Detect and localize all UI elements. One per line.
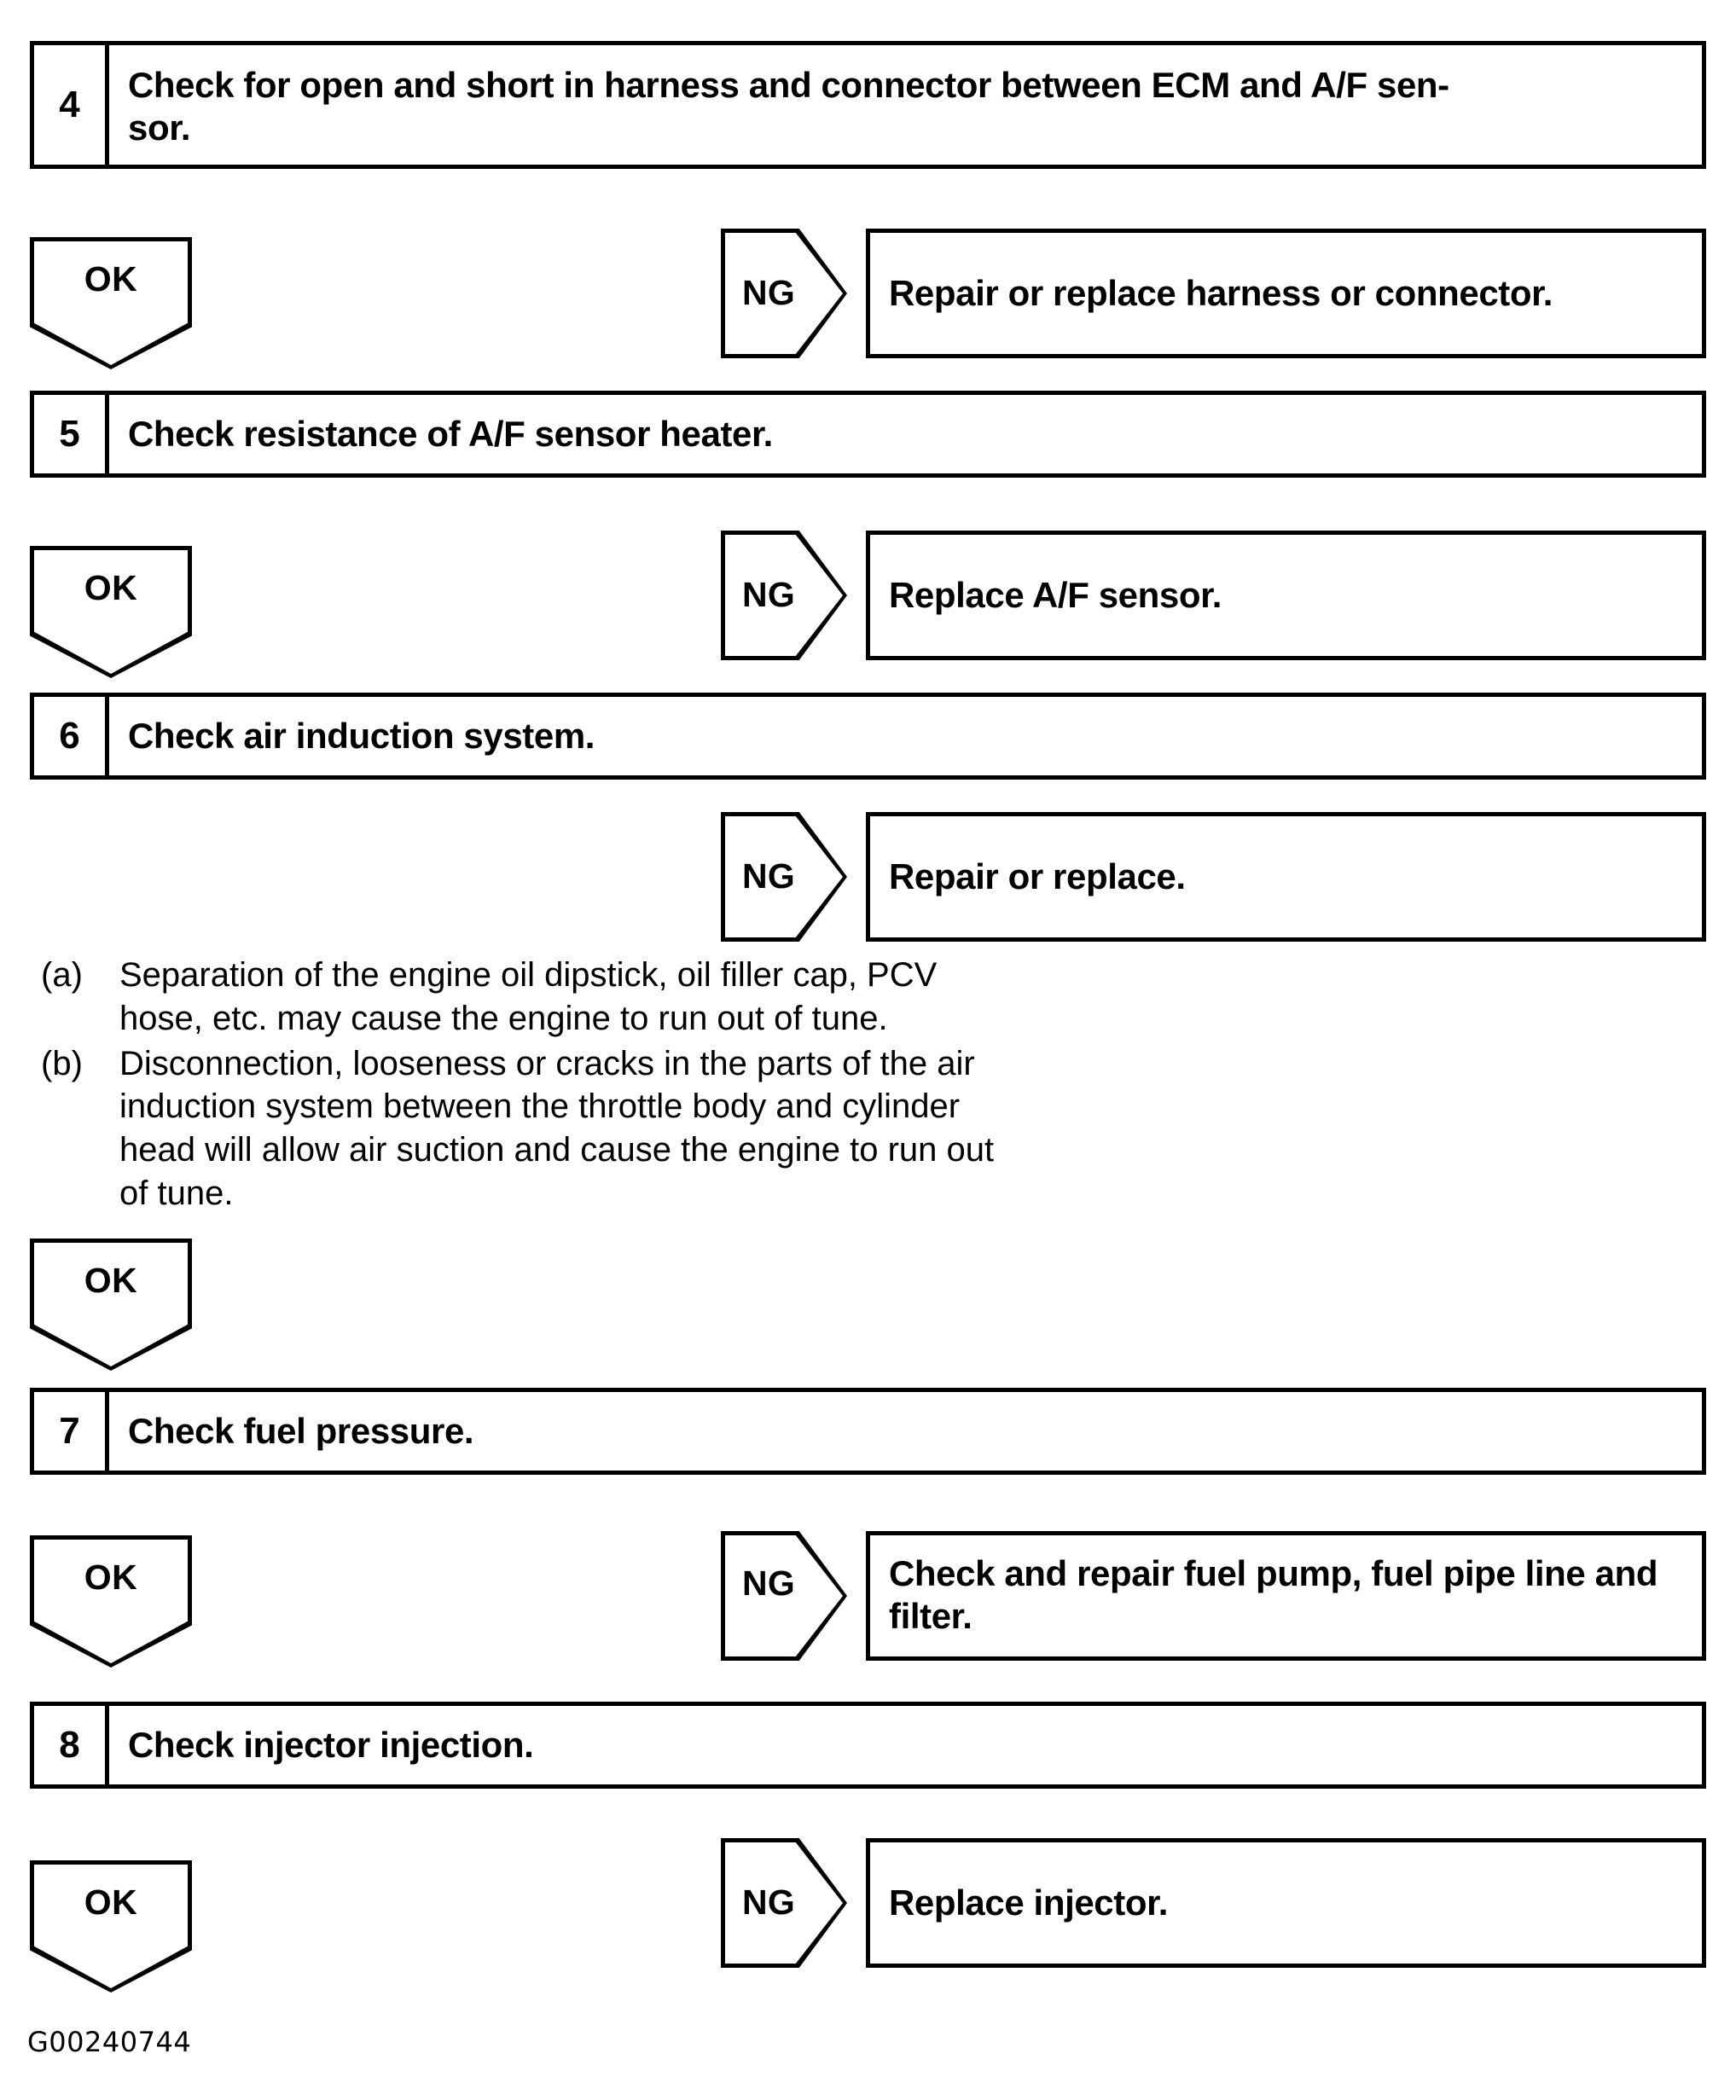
step-text-8: Check injector injection.	[128, 1725, 534, 1766]
notes-block: (a) Separation of the engine oil dipstic…	[34, 954, 1100, 1217]
ok-connector-7	[30, 1535, 192, 1668]
note-b-line-3: head will allow air suction and cause th…	[119, 1131, 995, 1169]
ok-connector-8	[30, 1860, 192, 1993]
action-text-check-fuel-pump-line1: Check and repair fuel pump, fuel pipe li…	[889, 1553, 1658, 1593]
note-body-a: Separation of the engine oil dipstick, o…	[119, 954, 938, 1041]
step-number-7: 7	[34, 1392, 109, 1471]
step-text-7: Check fuel pressure.	[128, 1411, 474, 1452]
ng-connector-7-label: NG	[741, 1563, 796, 1603]
step-number-8: 8	[34, 1706, 109, 1784]
note-item-a: (a) Separation of the engine oil dipstic…	[34, 954, 1100, 1041]
step-number-6: 6	[34, 697, 109, 775]
step-box-7: 7 Check fuel pressure.	[30, 1388, 1706, 1475]
step-text-5: Check resistance of A/F sensor heater.	[128, 414, 773, 455]
note-marker-b: (b)	[41, 1044, 83, 1082]
step-box-8: 8 Check injector injection.	[30, 1702, 1706, 1789]
note-a-line-1: Separation of the engine oil dipstick, o…	[119, 956, 938, 994]
ng-connector-8-label: NG	[741, 1882, 796, 1922]
ok-connector-4-label: OK	[84, 259, 138, 299]
action-text-replace-af-sensor: Replace A/F sensor.	[889, 574, 1222, 615]
action-text-repair-harness: Repair or replace harness or connector.	[889, 272, 1553, 313]
action-box-check-fuel-pump: Check and repair fuel pump, fuel pipe li…	[866, 1531, 1706, 1661]
note-b-line-4: of tune.	[119, 1174, 234, 1212]
action-text-replace-injector: Replace injector.	[889, 1882, 1169, 1923]
step-box-4: 4 Check for open and short in harness an…	[30, 41, 1706, 169]
step-box-6: 6 Check air induction system.	[30, 693, 1706, 780]
note-marker-a: (a)	[41, 956, 83, 994]
step-text-4-line1: Check for open and short in harness and …	[128, 65, 1449, 105]
step-text-6: Check air induction system.	[128, 716, 595, 757]
ok-connector-5-label: OK	[84, 568, 138, 607]
note-item-b: (b) Disconnection, looseness or cracks i…	[34, 1042, 1100, 1215]
step-box-5: 5 Check resistance of A/F sensor heater.	[30, 391, 1706, 478]
step-number-5: 5	[34, 395, 109, 473]
note-body-b: Disconnection, looseness or cracks in th…	[119, 1042, 995, 1215]
ng-connector-4-label: NG	[741, 273, 796, 312]
ok-connector-8-label: OK	[84, 1882, 138, 1922]
note-b-line-1: Disconnection, looseness or cracks in th…	[119, 1044, 975, 1082]
ng-connector-5-label: NG	[741, 575, 796, 614]
ok-connector-5	[30, 546, 192, 678]
step-number-4: 4	[34, 45, 109, 165]
action-box-replace-af-sensor: Replace A/F sensor.	[866, 531, 1706, 660]
action-box-repair-harness: Repair or replace harness or connector.	[866, 229, 1706, 358]
ng-connector-6-label: NG	[741, 856, 796, 896]
ok-connector-7-label: OK	[84, 1558, 138, 1597]
action-text-check-fuel-pump-line2: filter.	[889, 1596, 973, 1637]
step-text-4-line2: sor.	[128, 107, 191, 148]
step-text-4: Check for open and short in harness and …	[109, 45, 1702, 165]
figure-code: G00240744	[27, 2026, 192, 2058]
action-box-replace-injector: Replace injector.	[866, 1838, 1706, 1968]
ok-connector-6-label: OK	[84, 1261, 138, 1300]
ok-connector-4	[30, 237, 192, 369]
ok-connector-6	[30, 1239, 192, 1371]
action-text-repair-or-replace: Repair or replace.	[889, 856, 1186, 896]
note-a-line-2: hose, etc. may cause the engine to run o…	[119, 999, 888, 1037]
note-b-line-2: induction system between the throttle bo…	[119, 1088, 961, 1126]
action-box-repair-or-replace: Repair or replace.	[866, 812, 1706, 942]
